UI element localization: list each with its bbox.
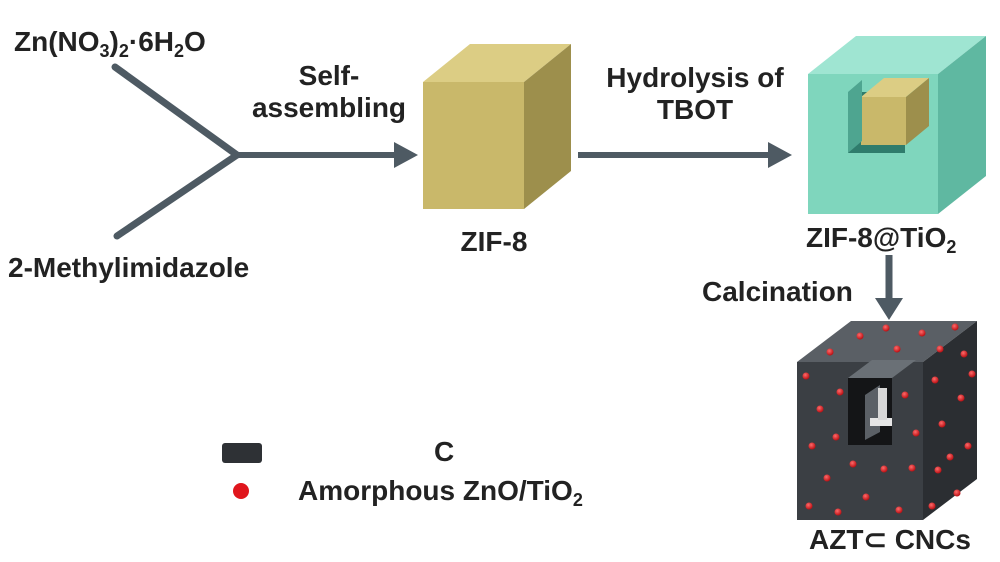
step-self-assembling-line1: Self- bbox=[298, 60, 360, 91]
legend-carbon-swatch bbox=[222, 443, 262, 463]
arrow-calcination bbox=[875, 255, 903, 320]
product-zif8-tio2-label: ZIF-8@TiO2 bbox=[806, 222, 957, 257]
product-zif8-label: ZIF-8 bbox=[460, 226, 528, 257]
product-final-label: AZT⊂ CNCs bbox=[809, 524, 971, 555]
reactant-line-top bbox=[111, 63, 241, 159]
arrow-hydrolysis bbox=[578, 142, 792, 168]
zif8-cube bbox=[423, 44, 571, 209]
reactant-methylimidazole: 2-Methylimidazole bbox=[8, 252, 250, 283]
step-calcination: Calcination bbox=[702, 276, 853, 307]
legend-particle-swatch bbox=[233, 483, 249, 499]
step-hydrolysis-line1: Hydrolysis of bbox=[606, 62, 784, 93]
step-self-assembling: Self- assembling bbox=[244, 60, 414, 124]
reactant-line-bottom bbox=[113, 151, 241, 240]
carbon-cube bbox=[797, 321, 977, 520]
arrow-self-assembling bbox=[237, 142, 418, 168]
reactant-zinc-nitrate: Zn(NO3)2·6H2O bbox=[14, 26, 206, 61]
step-self-assembling-line2: assembling bbox=[251, 92, 407, 123]
zif8-tio2-cube bbox=[808, 36, 986, 214]
step-hydrolysis-line2: TBOT bbox=[656, 94, 734, 125]
legend-amorphous-label: Amorphous ZnO/TiO2 bbox=[298, 475, 583, 510]
step-hydrolysis: Hydrolysis of TBOT bbox=[595, 62, 795, 126]
legend-carbon-label: C bbox=[434, 436, 455, 467]
